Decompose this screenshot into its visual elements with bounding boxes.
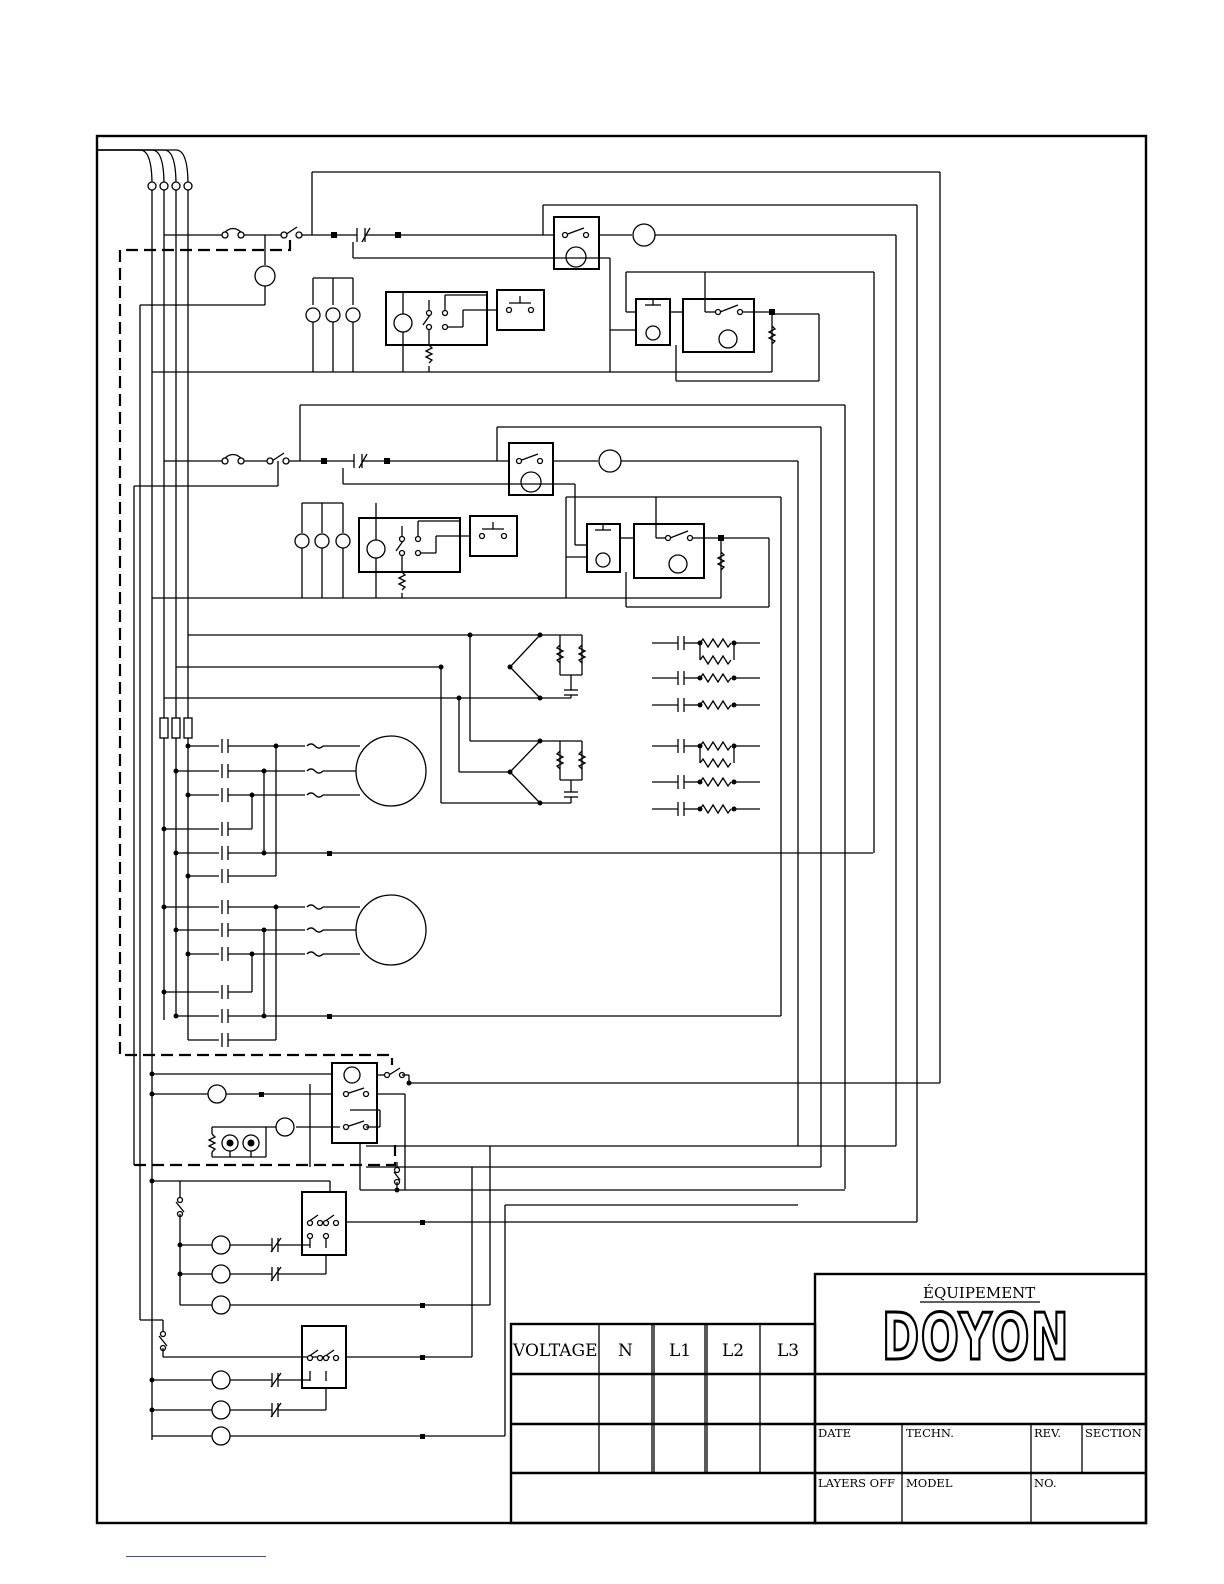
layers-label: LAYERS OFF [818, 1476, 895, 1490]
bottom-relay-group-1 [140, 1146, 917, 1320]
component-legend [652, 636, 760, 816]
phase-header-l1: L1 [669, 1341, 691, 1361]
title-block: VOLTAGE N L1 L2 L3 DATE TECHN. REV. SECT… [511, 1274, 1146, 1523]
bottom-relay-group-2 [150, 1167, 799, 1445]
supply-entry [98, 150, 192, 190]
interlock-enclosure [120, 240, 392, 1065]
motor-2-contactors [162, 895, 782, 1047]
phase-header-n: N [618, 1341, 633, 1361]
section-label: SECTION [1085, 1426, 1142, 1440]
company-top-label: ÉQUIPEMENT [923, 1284, 1035, 1302]
techn-label: TECHN. [906, 1426, 954, 1440]
date-label: DATE [818, 1426, 851, 1440]
motor-1 [356, 736, 426, 806]
no-label: NO. [1034, 1476, 1056, 1490]
rev-label: REV. [1034, 1426, 1061, 1440]
phase-header-l3: L3 [777, 1341, 799, 1361]
lower-control-circuit [134, 405, 845, 1189]
fuses [160, 718, 192, 738]
phase-header-l2: L2 [722, 1341, 744, 1361]
model-label: MODEL [906, 1476, 953, 1490]
company-logo: DOYON [882, 1301, 1070, 1375]
footer-link-underline[interactable] [126, 1556, 266, 1557]
voltage-header: VOLTAGE [512, 1341, 598, 1361]
motor-1-contactors [162, 736, 874, 883]
motor-2 [356, 895, 426, 965]
